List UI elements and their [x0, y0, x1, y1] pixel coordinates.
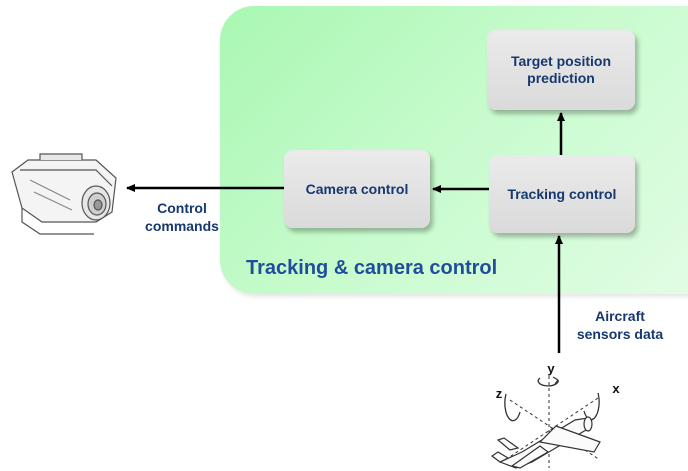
region-title: Tracking & camera control: [246, 257, 498, 279]
camera-control-box: Camera control: [284, 150, 430, 228]
camera-control-label: Camera control: [305, 180, 409, 197]
axis-y-label: y: [547, 361, 555, 376]
camera-icon: [11, 153, 117, 235]
aircraft-icon: [490, 376, 601, 469]
aircraft-sensors-data-label: Aircraft sensors data: [576, 308, 664, 342]
axis-z-label: z: [496, 386, 503, 401]
axis-x-label: x: [612, 381, 620, 396]
tracking-control-box: Tracking control: [489, 155, 635, 233]
control-commands-label: Control commands: [145, 200, 219, 234]
target-position-prediction-label: Target position prediction: [510, 53, 612, 86]
tracking-control-label: Tracking control: [507, 185, 617, 202]
target-position-prediction-box: Target position prediction: [487, 30, 635, 110]
